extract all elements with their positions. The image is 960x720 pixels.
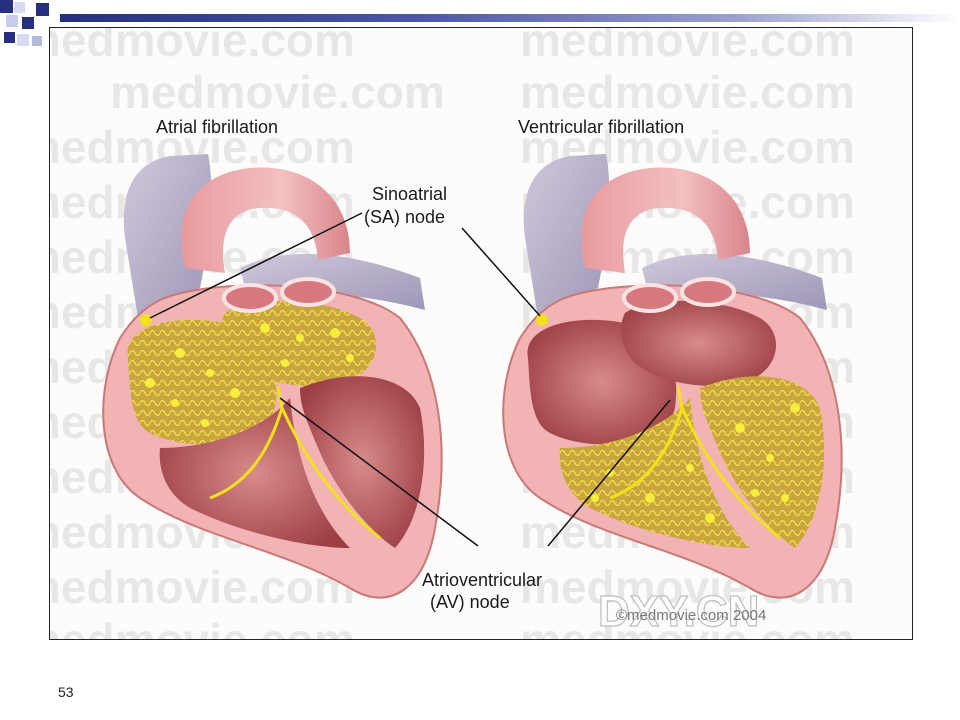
left-ventricle	[300, 376, 425, 548]
av-node-label-line2: (AV) node	[430, 592, 510, 612]
decor-square	[14, 2, 25, 13]
sa-leader-line	[461, 227, 541, 317]
conduction-pathway	[209, 385, 381, 540]
watermark-text: medmovie.com	[110, 66, 445, 118]
decor-square	[17, 34, 29, 46]
vena-cava	[123, 154, 212, 318]
left-atrium	[621, 300, 777, 386]
decor-square	[36, 3, 49, 16]
conduction-pathway	[609, 385, 781, 540]
valve-ring	[222, 283, 278, 313]
watermark-text: medmovie.com	[50, 614, 355, 639]
heart-fibrillation-figure: medmovie.com medmovie.com medmovie.com m…	[49, 27, 913, 640]
watermark-text: medmovie.com	[50, 561, 355, 613]
decor-square	[4, 32, 15, 43]
av-leader-line	[547, 399, 671, 547]
panel-title-ventricular: Ventricular fibrillation	[518, 117, 684, 137]
valve-ring	[622, 283, 678, 313]
sa-node	[536, 314, 548, 326]
left-atrium	[221, 300, 377, 386]
av-node-label-line1: Atrioventricular	[422, 570, 542, 590]
heart-diagram: medmovie.com medmovie.com medmovie.com m…	[50, 28, 855, 639]
watermark-text: medmovie.com	[520, 66, 855, 118]
vena-cava	[523, 154, 610, 318]
decor-square	[6, 15, 18, 27]
panel-title-atrial: Atrial fibrillation	[156, 117, 278, 137]
right-ventricle	[159, 398, 350, 548]
ectopic-foci	[145, 323, 354, 427]
aortic-arch	[181, 167, 350, 273]
decor-square	[22, 17, 34, 29]
sa-node-label-line1: Sinoatrial	[372, 184, 447, 204]
right-ventricle	[559, 398, 750, 548]
valve-ring	[680, 277, 736, 307]
copyright-text: ©medmovie.com 2004	[616, 607, 766, 624]
sa-leader-line	[149, 212, 363, 319]
valve-ring	[280, 277, 336, 307]
watermark-text: medmovie.com	[520, 614, 855, 639]
aortic-arch	[581, 167, 750, 273]
watermark-text: medmovie.com	[520, 28, 855, 66]
heart-atrial-fibrillation	[102, 154, 443, 599]
av-leader-line	[279, 397, 479, 547]
sa-node-label-line2: (SA) node	[364, 207, 445, 227]
left-ventricle	[700, 376, 825, 548]
decor-square	[32, 36, 42, 46]
watermark-text: medmovie.com	[50, 28, 355, 66]
ectopic-foci	[591, 403, 800, 523]
dxy-logo: DXY.CN	[598, 587, 759, 636]
heart-ventricular-fibrillation	[502, 154, 843, 599]
decor-square	[0, 0, 13, 13]
slide-number: 53	[58, 684, 74, 700]
sa-node	[140, 314, 152, 326]
title-bar	[60, 14, 960, 22]
